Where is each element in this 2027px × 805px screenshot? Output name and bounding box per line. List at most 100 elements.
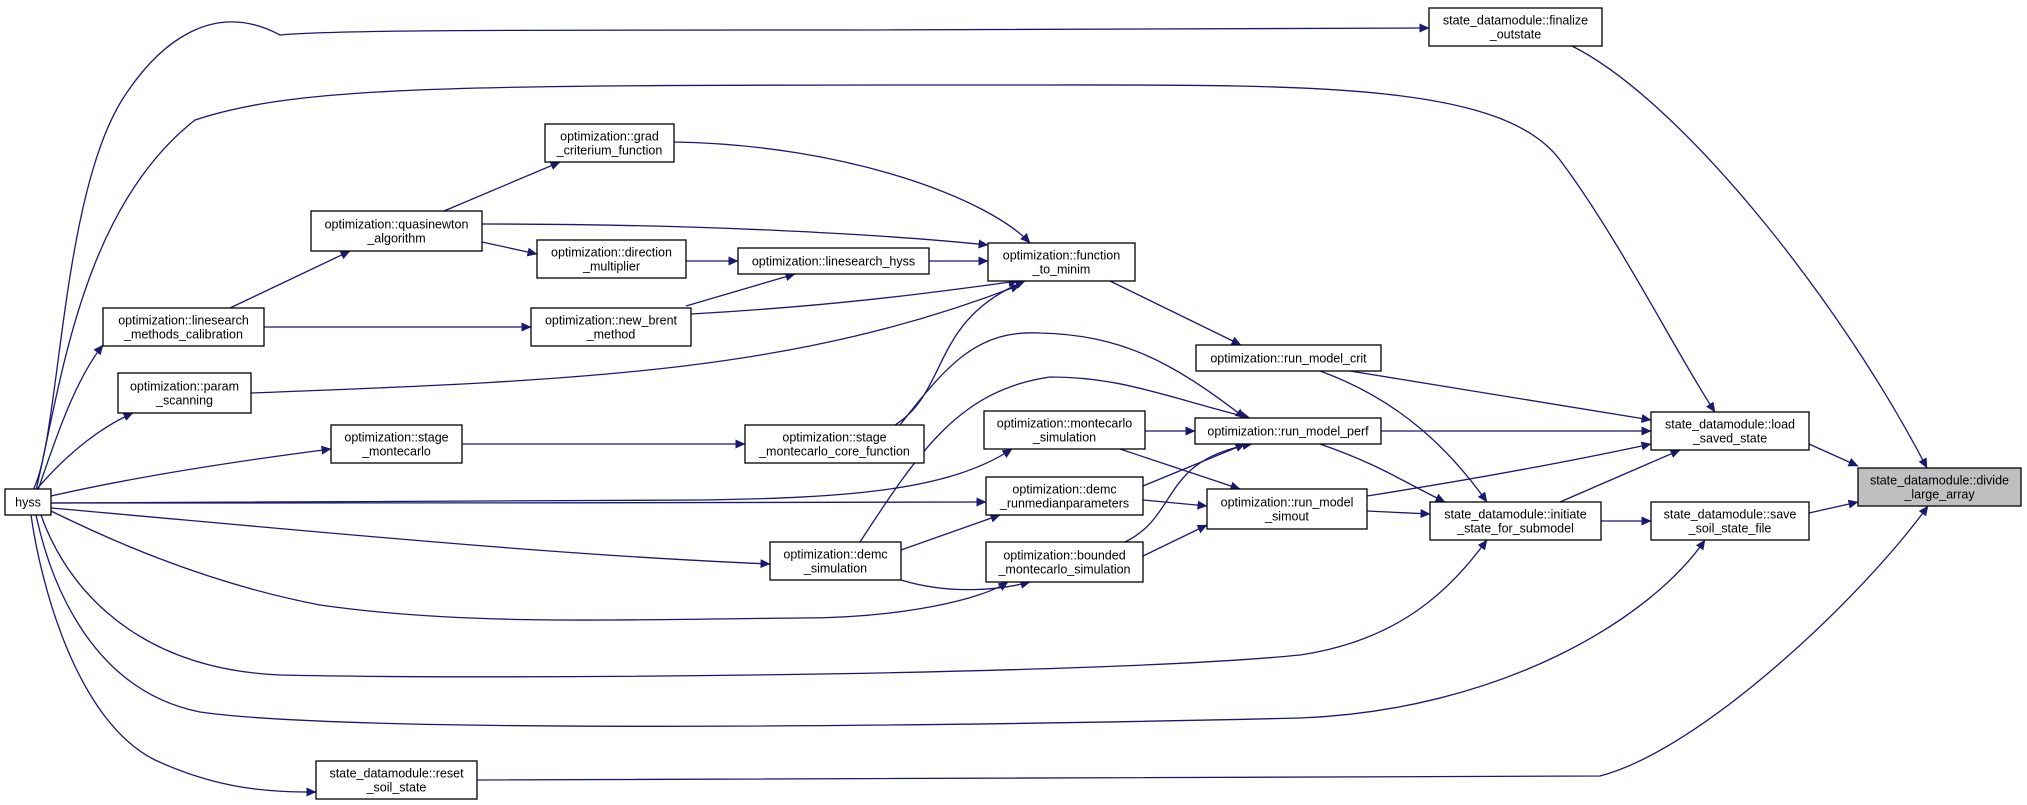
edge-line — [1124, 441, 1253, 543]
node-label-line: optimization::grad — [560, 130, 659, 144]
edge-line — [35, 84, 1716, 491]
node-label-line: state_datamodule::save — [1664, 508, 1797, 522]
edge-load-to-divide — [1808, 443, 1859, 467]
edge-line — [900, 579, 1031, 591]
edge-line — [229, 250, 351, 309]
node-label-line: _runmedianparameters — [999, 497, 1129, 511]
edge-line — [35, 412, 134, 491]
node-linesearch-hyss[interactable]: optimization::linesearch_hyss — [737, 247, 930, 275]
edge-line — [1142, 443, 1246, 487]
node-demc-run[interactable]: optimization::demc_runmedianparameters — [985, 476, 1144, 516]
node-quasi[interactable]: optimization::quasinewton_algorithm — [310, 210, 483, 252]
node-save[interactable]: state_datamodule::save_soil_state_file — [1650, 501, 1810, 541]
node-box — [985, 541, 1144, 583]
node-box — [1206, 488, 1368, 530]
node-label-line: optimization::function — [1003, 249, 1120, 263]
edge-demc_sim-to-bounded — [900, 579, 1031, 591]
node-label-line: optimization::run_model_perf — [1207, 425, 1369, 439]
node-label-line: _montecarlo_core_function — [758, 445, 910, 459]
node-direction[interactable]: optimization::direction_multiplier — [536, 239, 687, 279]
edge-line — [685, 272, 796, 307]
edge-simout-to-initiate — [1366, 509, 1431, 519]
edge-brent-to-function — [690, 277, 1019, 315]
edge-line — [443, 161, 561, 212]
edge-quasi-to-grad — [443, 161, 561, 212]
node-bounded[interactable]: optimization::bounded_montecarlo_simulat… — [985, 541, 1144, 583]
node-stage-mc[interactable]: optimization::stage_montecarlo — [330, 424, 463, 464]
edge-hyss-to-load — [35, 84, 1716, 491]
node-label-line: optimization::linesearch — [118, 314, 249, 328]
node-label-line: optimization::param — [130, 380, 239, 394]
edge-demc_run-to-perf — [1142, 443, 1246, 487]
edge-perf-to-initiate — [1319, 443, 1446, 503]
node-divide[interactable]: state_datamodule::divide_large_array — [1857, 467, 2022, 507]
node-label-line: _multiplier — [582, 260, 640, 274]
node-label-line: _outstate — [1489, 28, 1541, 42]
node-brent[interactable]: optimization::new_brent_method — [530, 307, 692, 347]
node-label-line: _simulation — [1032, 431, 1096, 445]
node-simout[interactable]: optimization::run_model_simout — [1206, 488, 1368, 530]
edge-bounded-to-perf — [1124, 441, 1253, 543]
edge-reset-to-divide — [476, 505, 1929, 781]
edge-line — [1119, 448, 1241, 491]
edge-line — [481, 223, 989, 249]
edge-function-to-crit — [1109, 280, 1242, 346]
node-box — [310, 210, 483, 252]
edge-quasi-to-function — [481, 223, 989, 249]
node-box — [985, 476, 1144, 516]
node-label-line: _large_array — [1903, 488, 1975, 502]
edge-hyss-to-demc_run — [50, 497, 987, 507]
node-load[interactable]: state_datamodule::load_saved_state — [1650, 411, 1810, 451]
node-label-line: _montecarlo — [361, 445, 431, 459]
edge-line — [894, 280, 1026, 426]
node-box — [1428, 7, 1603, 47]
node-hyss[interactable]: hyss — [4, 488, 52, 516]
node-label-line: _criterium_function — [556, 144, 663, 158]
node-reset[interactable]: state_datamodule::reset_soil_state — [315, 760, 478, 800]
edge-line — [1319, 370, 1488, 503]
edge-hyss-to-param — [35, 412, 134, 491]
edge-hyss-to-demc_sim — [50, 507, 771, 569]
node-label-line: _saved_state — [1692, 432, 1767, 446]
node-initiate[interactable]: state_datamodule::initiate_state_for_sub… — [1429, 501, 1602, 541]
node-label-line: optimization::run_model — [1221, 496, 1354, 510]
edge-line — [50, 497, 987, 507]
node-lsmc[interactable]: optimization::linesearch_methods_calibra… — [102, 307, 265, 347]
node-label-line: _methods_calibration — [123, 328, 243, 342]
node-label-line: state_datamodule::finalize — [1443, 14, 1588, 28]
edge-line — [900, 513, 1001, 551]
edge-line — [32, 21, 1430, 491]
node-finalize[interactable]: state_datamodule::finalize_outstate — [1428, 7, 1603, 47]
edge-demc_sim-to-perf — [859, 376, 1251, 543]
edge-line — [1366, 509, 1431, 519]
node-mcsim[interactable]: optimization::montecarlo_simulation — [983, 410, 1146, 450]
node-demc-sim[interactable]: optimization::demc_simulation — [769, 541, 902, 581]
edge-line — [476, 505, 1929, 781]
node-function[interactable]: optimization::function_to_minim — [987, 242, 1136, 282]
edge-line — [1142, 524, 1208, 557]
node-label-line: _scanning — [155, 394, 213, 408]
node-label-line: _to_minim — [1032, 263, 1091, 277]
node-box — [987, 242, 1136, 282]
edge-demc_sim-to-demc_run — [900, 513, 1001, 551]
node-perf[interactable]: optimization::run_model_perf — [1194, 417, 1382, 445]
node-crit[interactable]: optimization::run_model_crit — [1195, 344, 1382, 372]
node-label-line: state_datamodule::load — [1665, 418, 1795, 432]
edge-line — [1366, 441, 1652, 497]
node-grad[interactable]: optimization::grad_criterium_function — [544, 123, 675, 163]
node-label-line: _soil_state — [366, 781, 427, 795]
node-param[interactable]: optimization::param_scanning — [117, 372, 252, 414]
node-box — [1429, 501, 1602, 541]
node-label-line: optimization::demc — [1012, 483, 1116, 497]
node-label-line: _state_for_submodel — [1456, 522, 1574, 536]
node-stage-core[interactable]: optimization::stage_montecarlo_core_func… — [744, 424, 925, 464]
edge-hyss-to-reset — [30, 514, 317, 797]
node-label-line: optimization::direction — [551, 246, 672, 260]
edge-save-to-divide — [1808, 499, 1859, 514]
node-label-line: optimization::montecarlo — [997, 417, 1133, 431]
edge-line — [481, 241, 538, 257]
edge-line — [50, 510, 1009, 621]
edge-simout-to-load — [1366, 441, 1652, 497]
edge-line — [30, 514, 317, 797]
node-label-line: _simulation — [803, 562, 867, 576]
